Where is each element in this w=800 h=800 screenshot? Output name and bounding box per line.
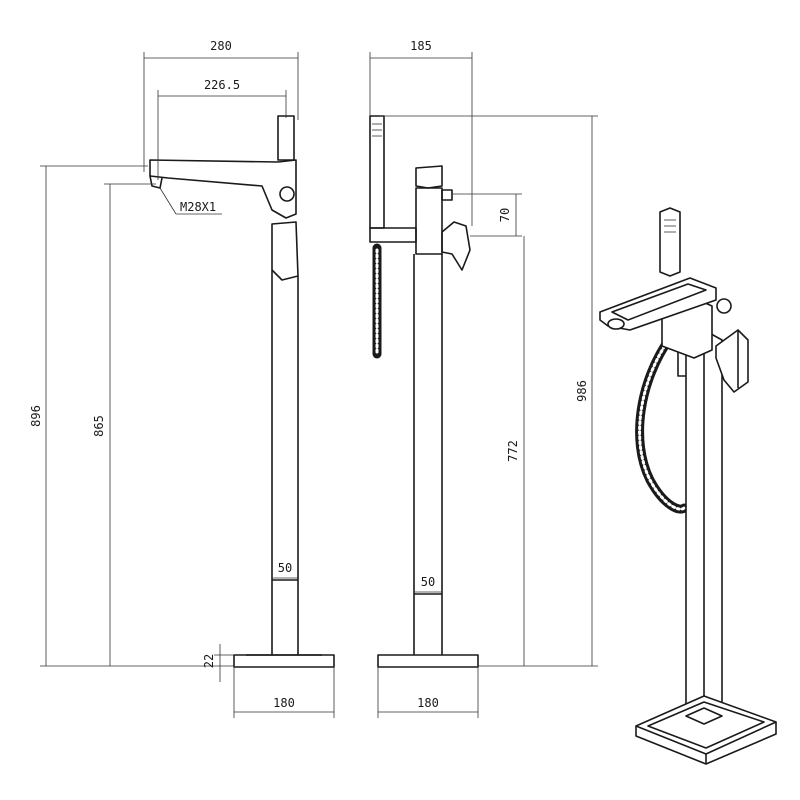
dim-label-front-total-width: 185 [410, 39, 432, 53]
thread-label: M28X1 [180, 200, 216, 214]
dim-label-overall-height: 896 [29, 405, 43, 427]
dim-front-total-width: 185 [369, 39, 473, 226]
dim-handle-height: 772 [506, 236, 525, 666]
front-column [413, 254, 443, 655]
dim-front-column-width: 50 [414, 575, 442, 593]
dim-label-base-thickness: 22 [202, 654, 216, 668]
dim-side-base-width: 180 [233, 667, 335, 718]
dim-side-column-width: 50 [272, 561, 298, 579]
side-spout-outlet [149, 175, 163, 189]
perspective-view [599, 207, 777, 765]
dim-label-front-base-width: 180 [417, 696, 439, 710]
dim-spout-reach: 280 [143, 39, 299, 172]
persp-spout-outlet [607, 318, 625, 330]
dim-outlet-height: 865 [92, 183, 156, 666]
dim-label-handle-offset: 70 [498, 208, 512, 222]
dim-label-outlet-height: 865 [92, 415, 106, 437]
front-knob [441, 189, 453, 201]
side-knob [279, 186, 295, 202]
dim-label-spout-reach: 280 [210, 39, 232, 53]
front-spout-head [415, 165, 443, 189]
side-base [233, 654, 335, 668]
front-upper-body [415, 187, 443, 255]
dim-front-total-height: 986 [380, 115, 598, 667]
side-view: 280 226.5 M28X1 896 865 [29, 39, 335, 718]
front-base [377, 654, 479, 668]
dim-label-handle-height: 772 [506, 440, 520, 462]
side-handshower-holder [277, 115, 295, 161]
side-lever-handle [271, 221, 299, 281]
dim-label-front-column-width: 50 [421, 575, 435, 589]
dim-spout-outlet: 226.5 [157, 78, 287, 180]
thread-callout: M28X1 [159, 187, 222, 215]
side-spout [149, 159, 297, 219]
persp-spout [599, 277, 717, 331]
persp-handle [715, 329, 749, 393]
dim-label-side-base-width: 180 [273, 696, 295, 710]
dim-handle-offset: 70 [452, 193, 522, 237]
dim-base-thickness: 22 [202, 644, 234, 682]
front-view: 185 70 986 772 50 [369, 39, 598, 718]
persp-base [635, 695, 777, 755]
dim-label-front-total-height: 986 [575, 380, 589, 402]
persp-handshower [659, 207, 681, 277]
front-handle [441, 221, 471, 271]
side-column [271, 270, 299, 655]
dim-label-side-column-width: 50 [278, 561, 292, 575]
dim-front-base-width: 180 [377, 667, 479, 718]
dim-label-spout-outlet: 226.5 [204, 78, 240, 92]
dim-overall-height: 896 [29, 165, 234, 667]
front-holder-bar [369, 227, 417, 243]
persp-knob [716, 298, 732, 314]
front-handshower [369, 115, 385, 229]
